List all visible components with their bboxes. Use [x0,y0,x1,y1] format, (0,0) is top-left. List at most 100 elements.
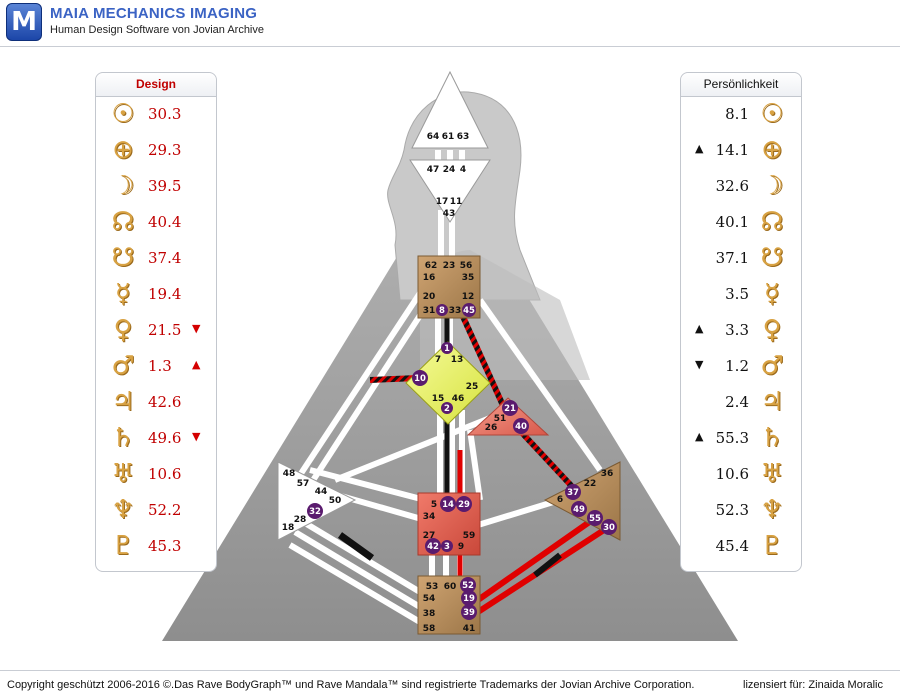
design-value: 39.5 [148,177,182,195]
svg-text:49: 49 [573,505,585,515]
svg-text:42: 42 [427,542,439,552]
svg-text:31: 31 [423,306,436,316]
arrow-icon: ▲ [695,430,704,443]
svg-text:47: 47 [427,165,440,175]
design-panel-title: Design [96,73,216,97]
personality-value: 45.4 [715,537,749,555]
personality-value: 14.1 [715,141,749,159]
svg-text:9: 9 [458,542,464,552]
personality-value: 2.4 [725,393,749,411]
design-row: ☿19.4 [96,277,216,313]
svg-text:60: 60 [444,582,457,592]
svg-text:25: 25 [466,382,479,392]
license-text: lizensiert für: Zinaida Moralic [743,679,883,691]
uranus-icon: ♅ [111,459,135,489]
svg-text:53: 53 [426,582,439,592]
pluto-icon: ♇ [760,531,784,561]
personality-row: 52.3♆ [681,493,801,529]
south-node-icon: ☋ [760,243,784,273]
personality-value: 37.1 [715,249,749,267]
svg-text:26: 26 [485,423,498,433]
design-value: 1.3 [148,357,172,375]
svg-text:17: 17 [436,197,449,207]
personality-row: 8.1☉ [681,97,801,133]
design-value: 40.4 [148,213,182,231]
svg-text:57: 57 [297,479,310,489]
svg-text:5: 5 [431,500,437,510]
personality-row: ▼ 1.2 ♂ [681,349,801,385]
svg-text:46: 46 [452,394,465,404]
svg-text:20: 20 [423,292,436,302]
personality-value: 1.2 [725,357,749,375]
moon-icon: ☽ [760,171,784,201]
svg-text:19: 19 [463,594,475,604]
personality-row: 45.4 ♇ [681,529,801,565]
svg-text:4: 4 [460,165,466,175]
mars-icon: ♂ [760,351,784,381]
south-node-icon: ☋ [111,243,135,273]
app-header: M MAIA MECHANICS IMAGING Human Design So… [0,0,900,47]
svg-text:58: 58 [423,624,436,634]
design-row: ♆52.2 [96,493,216,529]
arrow-icon: ▲ [192,358,201,371]
venus-icon: ♀ [113,315,133,345]
design-row: ♃42.6 [96,385,216,421]
copyright-text: Copyright geschützt 2006-2016 ©.Das Rave… [7,679,695,691]
svg-text:59: 59 [463,531,476,541]
svg-text:54: 54 [423,594,436,604]
personality-value: 52.3 [715,501,749,519]
arrow-icon: ▼ [695,358,704,371]
design-row: ☽ 39.5 [96,169,216,205]
design-value: 52.2 [148,501,182,519]
design-row: ♇45.3 [96,529,216,565]
design-row: ♄49.6▼ [96,421,216,457]
arrow-icon: ▼ [192,322,201,335]
arrow-icon: ▼ [192,430,201,443]
design-row: ⊕ 29.3 [96,133,216,169]
uranus-icon: ♅ [760,459,784,489]
design-value: 30.3 [148,105,182,123]
design-value: 21.5 [148,321,182,339]
personality-value: 3.3 [725,321,749,339]
svg-text:35: 35 [462,273,475,283]
svg-text:6: 6 [557,495,563,505]
svg-text:11: 11 [450,197,463,207]
personality-row: ▲ 55.3 ♄ [681,421,801,457]
svg-text:30: 30 [603,523,615,533]
personality-value: 55.3 [715,429,749,447]
svg-text:36: 36 [601,469,614,479]
svg-text:41: 41 [463,624,476,634]
svg-text:32: 32 [309,507,321,517]
g-center [405,341,491,425]
venus-icon: ♀ [762,315,782,345]
moon-icon: ☽ [111,171,135,201]
svg-text:43: 43 [443,209,456,219]
app-subtitle: Human Design Software von Jovian Archive [50,24,264,36]
svg-text:55: 55 [589,514,601,524]
saturn-icon: ♄ [760,423,784,453]
svg-text:64: 64 [427,132,440,142]
spleen-center [277,461,357,541]
personality-row: 37.1 ☋ [681,241,801,277]
design-panel: Design ☉30.3 ⊕29.3 ☽39.5 ☊40.4 ☋37.4 ☿19… [95,72,217,572]
earth-icon: ⊕ [112,135,134,165]
svg-text:29: 29 [458,500,470,510]
mars-icon: ♂ [111,351,135,381]
ajna-center [409,159,491,223]
design-value: 29.3 [148,141,182,159]
design-value: 45.3 [148,537,182,555]
jupiter-icon: ♃ [760,387,784,417]
app-title: MAIA MECHANICS IMAGING [50,5,258,22]
design-value: 42.6 [148,393,182,411]
svg-text:62: 62 [425,261,438,271]
svg-text:51: 51 [494,414,507,424]
personality-row: 2.4 ♃ [681,385,801,421]
svg-text:23: 23 [443,261,456,271]
svg-text:16: 16 [423,273,436,283]
mercury-icon: ☿ [115,279,131,309]
svg-text:14: 14 [442,500,454,510]
svg-text:2: 2 [444,404,450,414]
gate-labels: 64 61 63 47 24 4 17 11 43 62 23 56 16 35… [282,132,617,634]
svg-text:24: 24 [443,165,456,175]
